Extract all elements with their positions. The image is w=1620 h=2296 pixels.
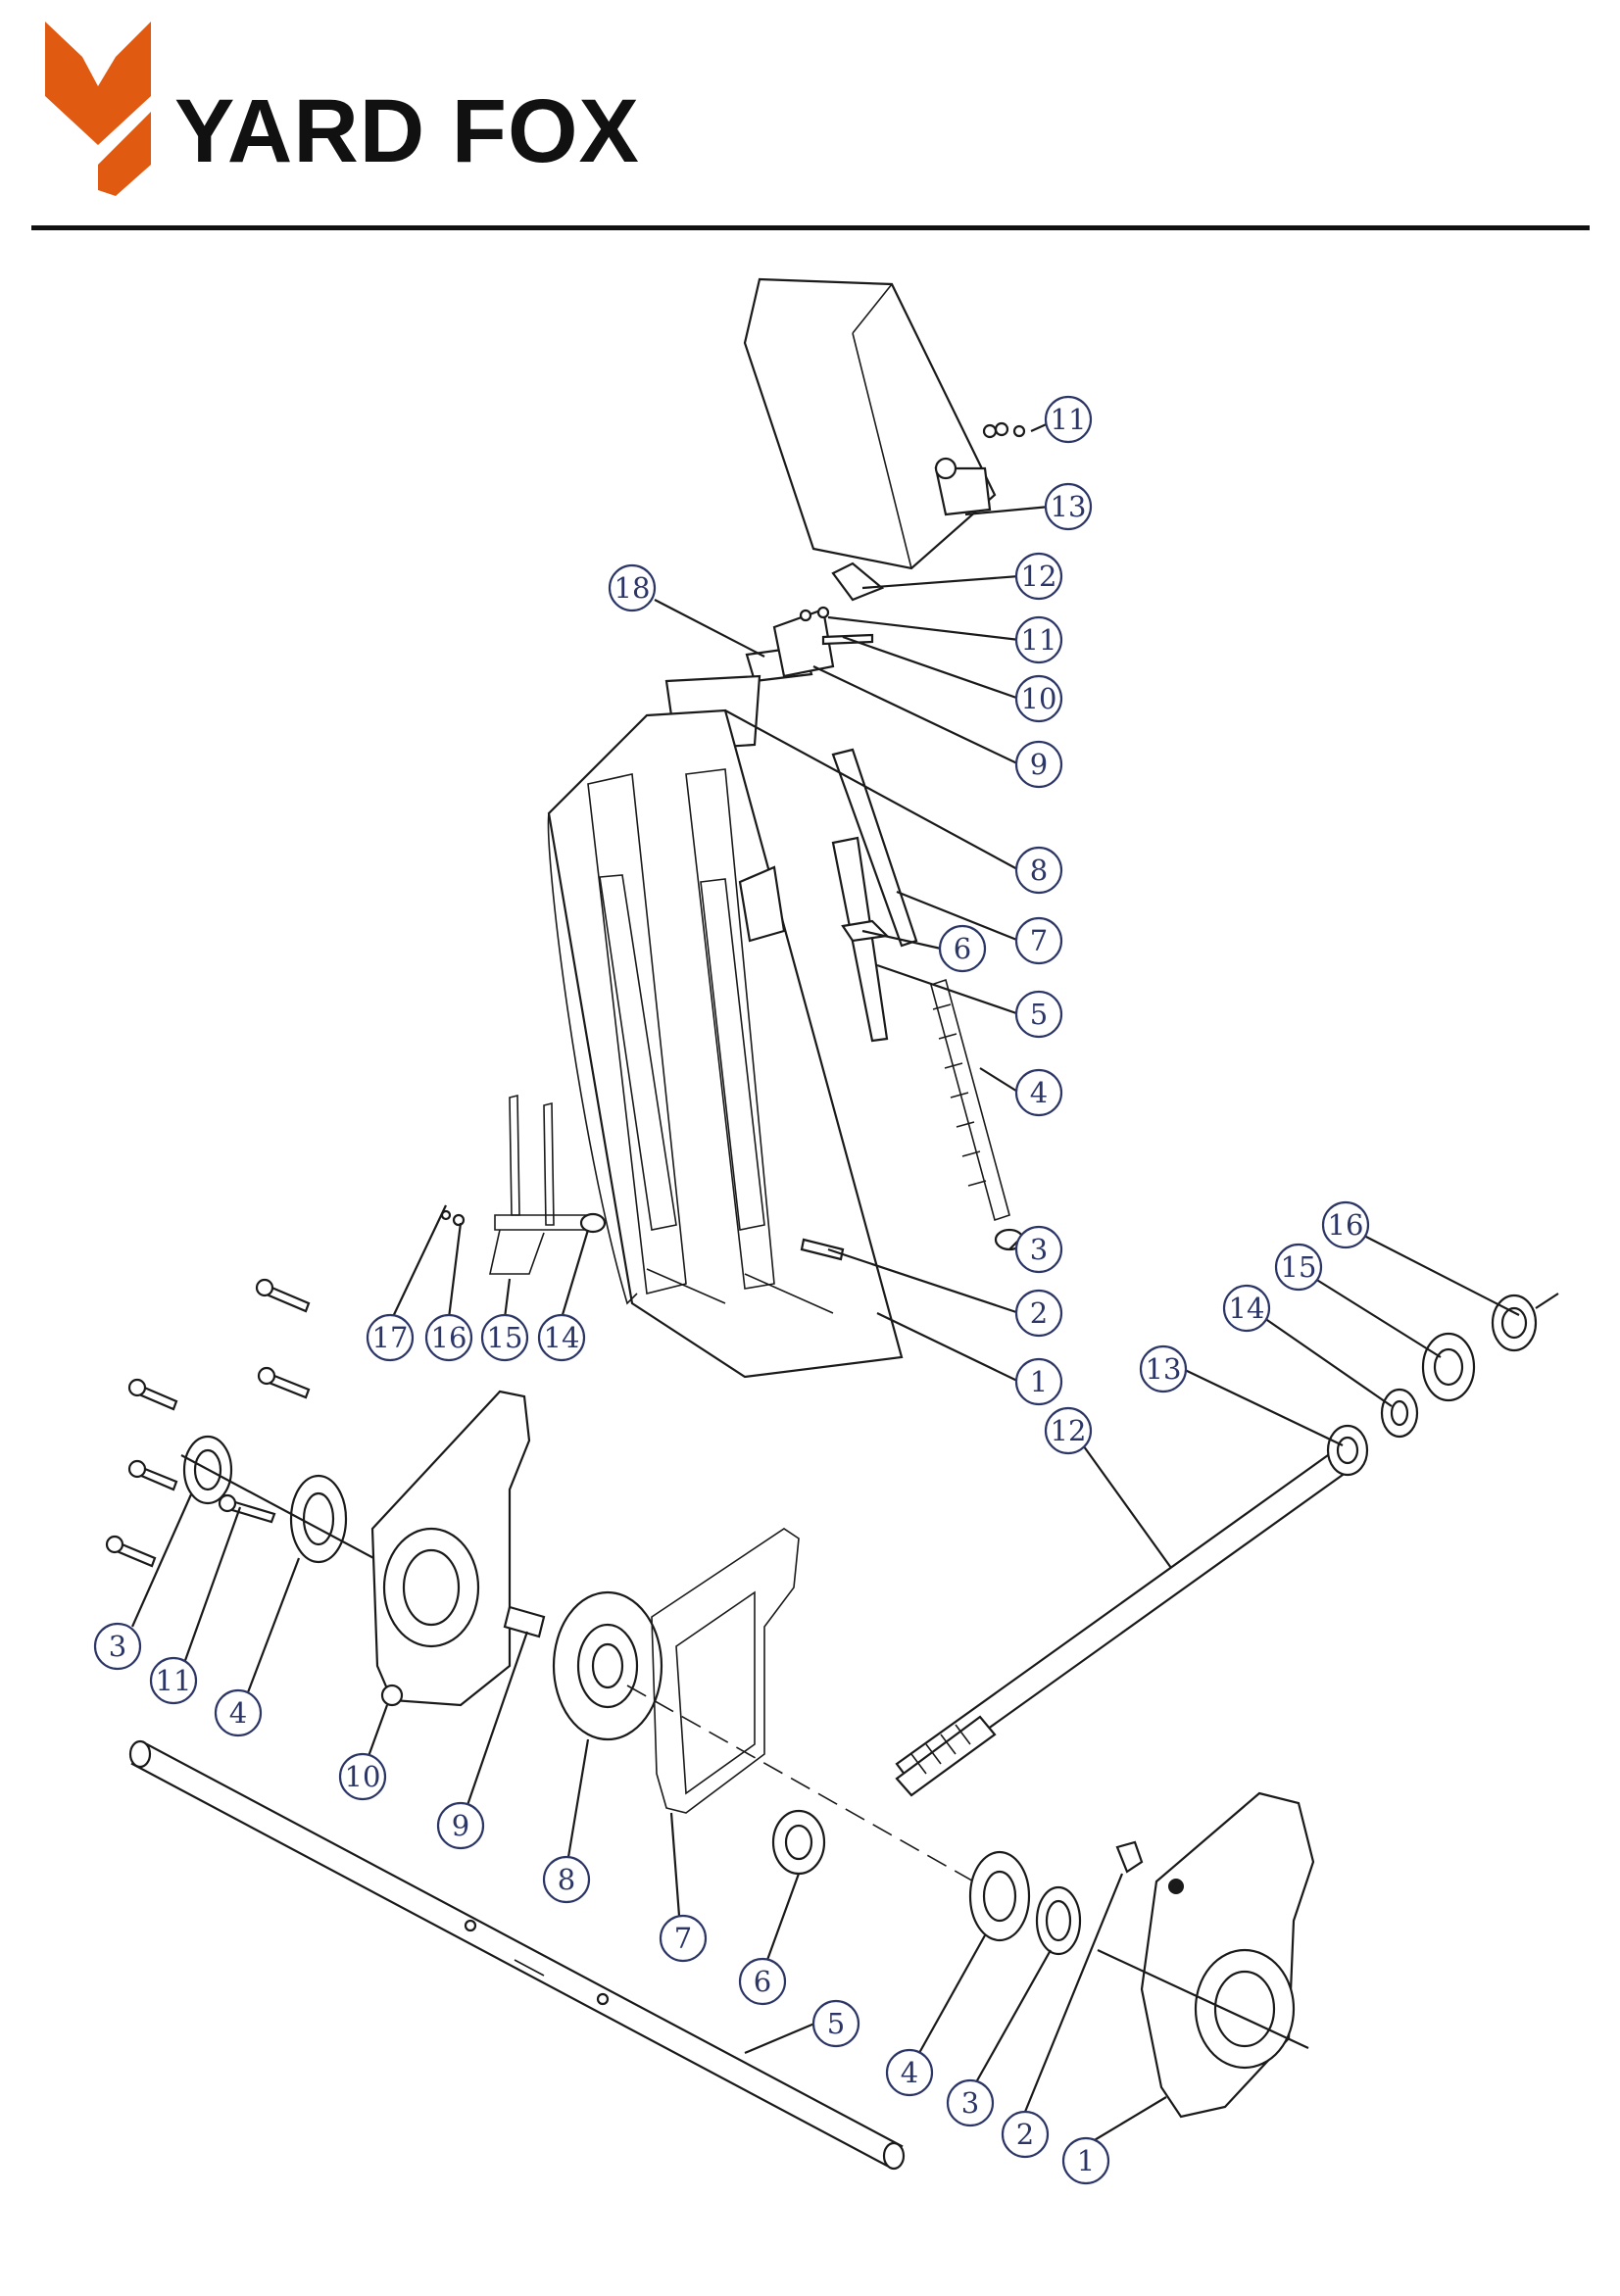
- callout-gearbox-4b: 4: [885, 2048, 934, 2097]
- callout-auger-15: 15: [1274, 1243, 1323, 1292]
- callout-auger-13: 13: [1139, 1344, 1188, 1393]
- callout-gearbox-2: 2: [1001, 2110, 1050, 2159]
- callout-gearbox-9: 9: [436, 1801, 485, 1850]
- svg-text:5: 5: [827, 2007, 845, 2040]
- svg-text:8: 8: [558, 1863, 575, 1896]
- callout-upper-8: 8: [1014, 846, 1063, 895]
- svg-text:6: 6: [754, 1965, 771, 1998]
- brand-name: YARD FOX: [174, 81, 640, 181]
- svg-text:1: 1: [1030, 1365, 1048, 1398]
- svg-text:10: 10: [1021, 682, 1057, 715]
- svg-text:1: 1: [1077, 2144, 1095, 2177]
- header: YARD FOX: [0, 0, 1620, 235]
- svg-text:2: 2: [1016, 2118, 1034, 2151]
- callout-gearbox-5: 5: [811, 1999, 860, 2048]
- svg-text:13: 13: [1051, 490, 1087, 523]
- svg-text:9: 9: [452, 1809, 469, 1842]
- chute-assembly: [440, 277, 1026, 1379]
- callout-upper-16: 16: [424, 1313, 473, 1362]
- callout-upper-14: 14: [537, 1313, 586, 1362]
- callout-upper-15: 15: [480, 1313, 529, 1362]
- svg-text:13: 13: [1146, 1352, 1182, 1386]
- svg-text:3: 3: [961, 2086, 979, 2120]
- callout-circles: 11 13 12 18 11 10 9 8 7 6 5 4 3 2 1 17 1…: [93, 395, 1370, 2185]
- svg-text:6: 6: [954, 932, 971, 965]
- callout-gearbox-3b: 3: [946, 2078, 995, 2127]
- svg-text:7: 7: [674, 1922, 692, 1955]
- svg-text:5: 5: [1030, 998, 1048, 1031]
- callout-gearbox-7: 7: [659, 1914, 708, 1963]
- callout-gearbox-4a: 4: [214, 1688, 263, 1737]
- gearbox-assembly: [105, 1278, 1315, 2171]
- svg-text:11: 11: [1021, 623, 1057, 657]
- callout-upper-6: 6: [938, 924, 987, 973]
- svg-text:11: 11: [156, 1664, 192, 1697]
- svg-text:16: 16: [1328, 1208, 1364, 1242]
- leader-lines: [130, 420, 1520, 2142]
- callout-upper-4: 4: [1014, 1068, 1063, 1117]
- svg-text:11: 11: [1051, 403, 1087, 436]
- svg-text:4: 4: [1030, 1076, 1048, 1109]
- callout-upper-7: 7: [1014, 916, 1063, 965]
- svg-text:3: 3: [109, 1630, 126, 1663]
- svg-text:2: 2: [1030, 1296, 1048, 1330]
- header-divider: [31, 225, 1590, 230]
- callout-upper-5: 5: [1014, 990, 1063, 1039]
- callout-gearbox-11: 11: [149, 1656, 198, 1705]
- svg-text:14: 14: [1229, 1292, 1265, 1325]
- diagram-drawing: 11 13 12 18 11 10 9 8 7 6 5 4 3 2 1 17 1…: [93, 277, 1559, 2185]
- svg-text:10: 10: [345, 1760, 381, 1793]
- svg-text:18: 18: [614, 571, 651, 605]
- svg-text:12: 12: [1021, 560, 1057, 593]
- svg-text:3: 3: [1030, 1233, 1048, 1266]
- svg-text:9: 9: [1030, 748, 1048, 781]
- callout-upper-10: 10: [1014, 674, 1063, 723]
- callout-upper-17: 17: [366, 1313, 415, 1362]
- auger-shaft-assembly: [895, 1293, 1559, 1797]
- callout-upper-18: 18: [608, 563, 657, 612]
- callout-upper-3: 3: [1014, 1225, 1063, 1274]
- callout-upper-12: 12: [1014, 552, 1063, 601]
- callout-gearbox-8: 8: [542, 1855, 591, 1904]
- callout-auger-14: 14: [1222, 1284, 1271, 1333]
- svg-text:4: 4: [229, 1696, 247, 1730]
- callout-auger-16: 16: [1321, 1200, 1370, 1249]
- callout-auger-12: 12: [1044, 1406, 1093, 1455]
- callout-upper-1: 1: [1014, 1357, 1063, 1406]
- svg-text:15: 15: [487, 1321, 523, 1354]
- callout-upper-11b: 11: [1014, 615, 1063, 664]
- callout-upper-13: 13: [1044, 482, 1093, 531]
- callout-upper-11a: 11: [1044, 395, 1093, 444]
- callout-gearbox-6: 6: [738, 1957, 787, 2006]
- svg-text:7: 7: [1030, 924, 1048, 957]
- svg-text:15: 15: [1281, 1250, 1317, 1284]
- callout-upper-9: 9: [1014, 740, 1063, 789]
- fox-logo-icon: [45, 22, 151, 196]
- svg-text:12: 12: [1051, 1414, 1087, 1447]
- callout-gearbox-10: 10: [338, 1752, 387, 1801]
- callout-gearbox-3a: 3: [93, 1622, 142, 1671]
- svg-text:17: 17: [372, 1321, 409, 1354]
- svg-text:16: 16: [431, 1321, 467, 1354]
- callout-gearbox-1: 1: [1061, 2136, 1110, 2185]
- svg-text:4: 4: [901, 2056, 918, 2089]
- exploded-parts-diagram: 11 13 12 18 11 10 9 8 7 6 5 4 3 2 1 17 1…: [0, 235, 1620, 2291]
- svg-text:8: 8: [1030, 854, 1048, 887]
- callout-upper-2: 2: [1014, 1289, 1063, 1338]
- svg-text:14: 14: [544, 1321, 580, 1354]
